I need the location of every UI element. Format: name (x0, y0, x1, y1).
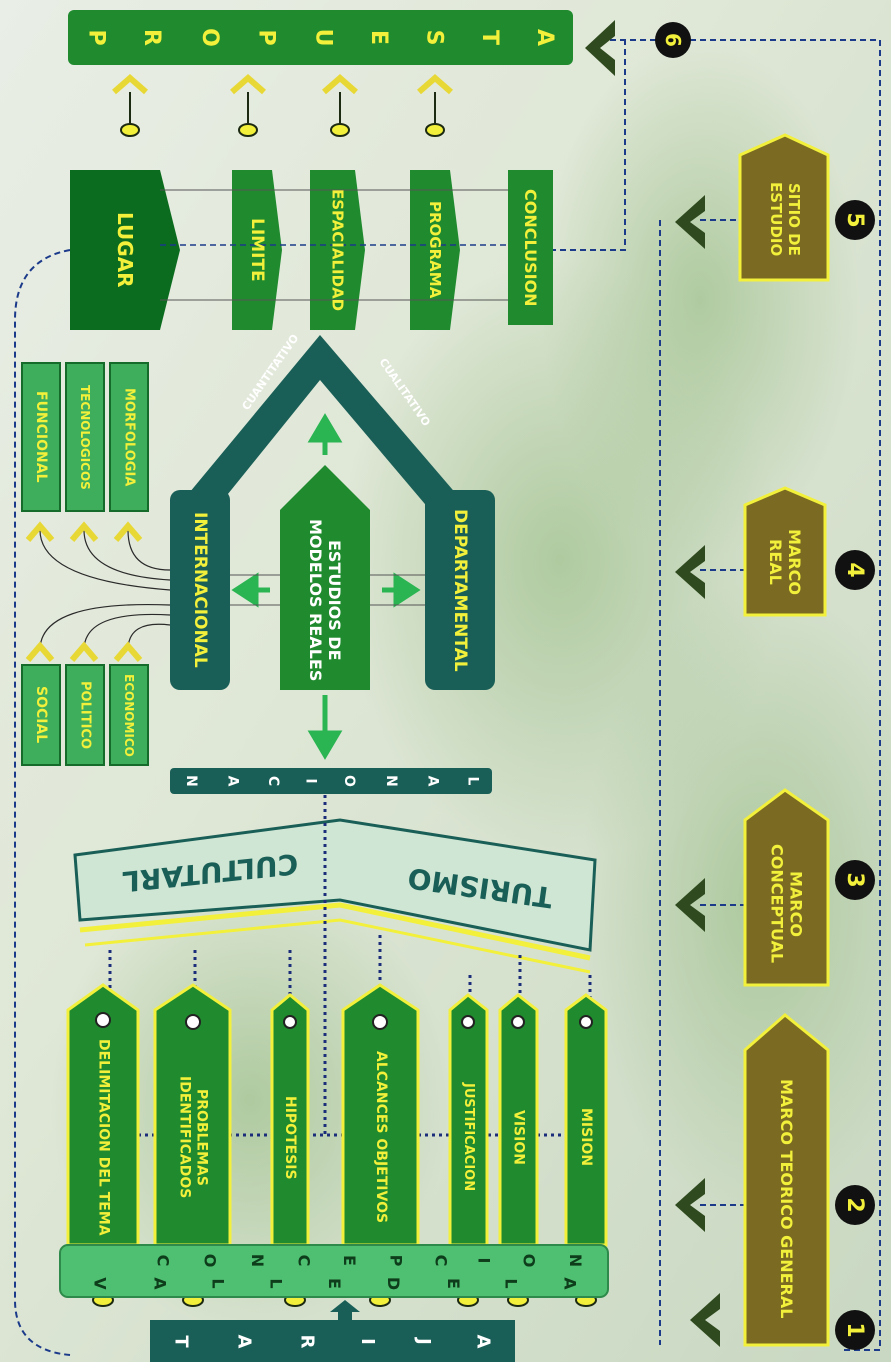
marco-2-label: MARCO TEORICO GENERAL (777, 1079, 797, 1319)
nacional-letter: I (302, 778, 319, 784)
number-1: 1 (842, 1322, 868, 1338)
label-conclusion: CONCLUSION (521, 188, 540, 307)
tarija-letter: A (233, 1334, 255, 1348)
valle-letter: N (566, 1253, 586, 1267)
valle-letter: L (501, 1277, 521, 1289)
propuesta-letter: R (139, 29, 165, 46)
marco-5-label: SITIO DE ESTUDIO (767, 181, 803, 257)
item-alcances: ALCANCES OBJETIVOS (372, 1051, 389, 1224)
propuesta-letter: E (366, 29, 392, 46)
nacional-letter: N (182, 775, 199, 787)
propuesta-letter: P (83, 29, 109, 46)
item-vision: VISION (510, 1110, 527, 1165)
propuesta-letter: P (253, 29, 279, 46)
propuesta-letter: T (476, 29, 502, 46)
nacional-letter: C (264, 775, 281, 787)
number-circles (655, 22, 875, 1350)
aspect-social: SOCIAL (33, 686, 49, 744)
number-6: 6 (661, 33, 685, 47)
tarija-label: T A R I J A (150, 1320, 515, 1362)
turismo-banner (73, 818, 597, 974)
marco-shapes (738, 133, 830, 1347)
marco-4-label: MARCO REAL (766, 528, 805, 595)
aspect-economico: ECONOMICO (122, 673, 136, 757)
nacional-letter: A (424, 775, 441, 787)
item-mision: MISION (578, 1108, 594, 1167)
item-hipotesis: HIPOTESIS (282, 1095, 298, 1180)
nacional-letter: A (224, 775, 241, 787)
number-3: 3 (842, 872, 868, 888)
number-4: 4 (842, 562, 868, 578)
model-internacional: INTERNACIONAL (190, 512, 210, 668)
marco-3-label: MARCO CONCEPTUAL (767, 844, 806, 964)
model-estudios: ESTUDIOS DE MODELOS REALES (306, 518, 345, 682)
valle-letter: I (474, 1257, 494, 1263)
label-lugar: LUGAR (113, 212, 137, 288)
valle-letter: N (248, 1253, 268, 1267)
aspect-tecnologicos: TECNOLOGICOS (78, 384, 92, 490)
valle-letter: O (200, 1253, 220, 1267)
propuesta-pins (112, 74, 453, 137)
propuesta-letter: O (196, 28, 222, 47)
tarija-letter: I (356, 1337, 378, 1345)
nacional-label: N A C I O N A L (170, 768, 492, 794)
valle-letter: A (150, 1276, 170, 1290)
tarija-letter: J (412, 1337, 434, 1345)
valle-letter: E (340, 1254, 360, 1266)
valle-letter: C (431, 1254, 451, 1266)
nacional-bar (170, 768, 492, 794)
valle-letter: D (384, 1276, 404, 1290)
number-5: 5 (842, 212, 868, 228)
model-departamental: DEPARTAMENTAL (450, 508, 470, 672)
valle-letter: C (294, 1254, 314, 1266)
label-espacialidad: ESPACIALIDAD (328, 188, 347, 312)
chevron-arrows (585, 20, 720, 1347)
valle-letter: L (266, 1277, 286, 1289)
valle-letter: P (385, 1254, 405, 1266)
nacional-letter: N (383, 775, 400, 787)
aspect-morfologia: MORFOLOGIA (121, 387, 137, 487)
valle-row-2: C O N C E P C I O N (140, 1249, 600, 1271)
valle-letter: E (443, 1277, 463, 1289)
propuesta-bar (68, 10, 573, 65)
valle-row-1: V A L L E D E L A (70, 1272, 600, 1294)
item-justificacion: JUSTIFICACION (461, 1083, 476, 1192)
item-problemas: PROBLEMAS IDENTIFICADOS (176, 1076, 210, 1199)
analysis-row (70, 170, 553, 330)
label-limite: LIMITE (247, 218, 267, 282)
propuesta-letter: A (532, 28, 558, 47)
valle-letter: O (518, 1253, 538, 1267)
nacional-letter: L (464, 776, 481, 786)
valle-letter: E (324, 1277, 344, 1289)
aspect-politico: POLITICO (77, 681, 93, 749)
aspect-funcional: FUNCIONAL (33, 391, 49, 483)
tarija-letter: R (296, 1334, 318, 1348)
tarija-letter: A (472, 1334, 494, 1348)
valle-bar (59, 1244, 609, 1298)
valle-letter: L (208, 1277, 228, 1289)
propuesta-letter: S (421, 29, 447, 46)
valle-letter: V (90, 1276, 110, 1290)
propuesta-letter: U (310, 28, 336, 47)
propuesta-label: P R O P U E S T A (68, 10, 573, 65)
valle-letter: C (153, 1254, 173, 1266)
item-delimitacion: DELIMITACION DEL TEMA (95, 1039, 112, 1236)
label-programa: PROGRAMA (426, 201, 444, 299)
aspects (21, 362, 171, 766)
tarija-bar (150, 1320, 515, 1362)
models (170, 335, 495, 760)
nacional-letter: O (341, 775, 358, 787)
tarija-letter: T (170, 1334, 192, 1348)
number-2: 2 (842, 1197, 868, 1213)
valle-letter: A (560, 1276, 580, 1290)
